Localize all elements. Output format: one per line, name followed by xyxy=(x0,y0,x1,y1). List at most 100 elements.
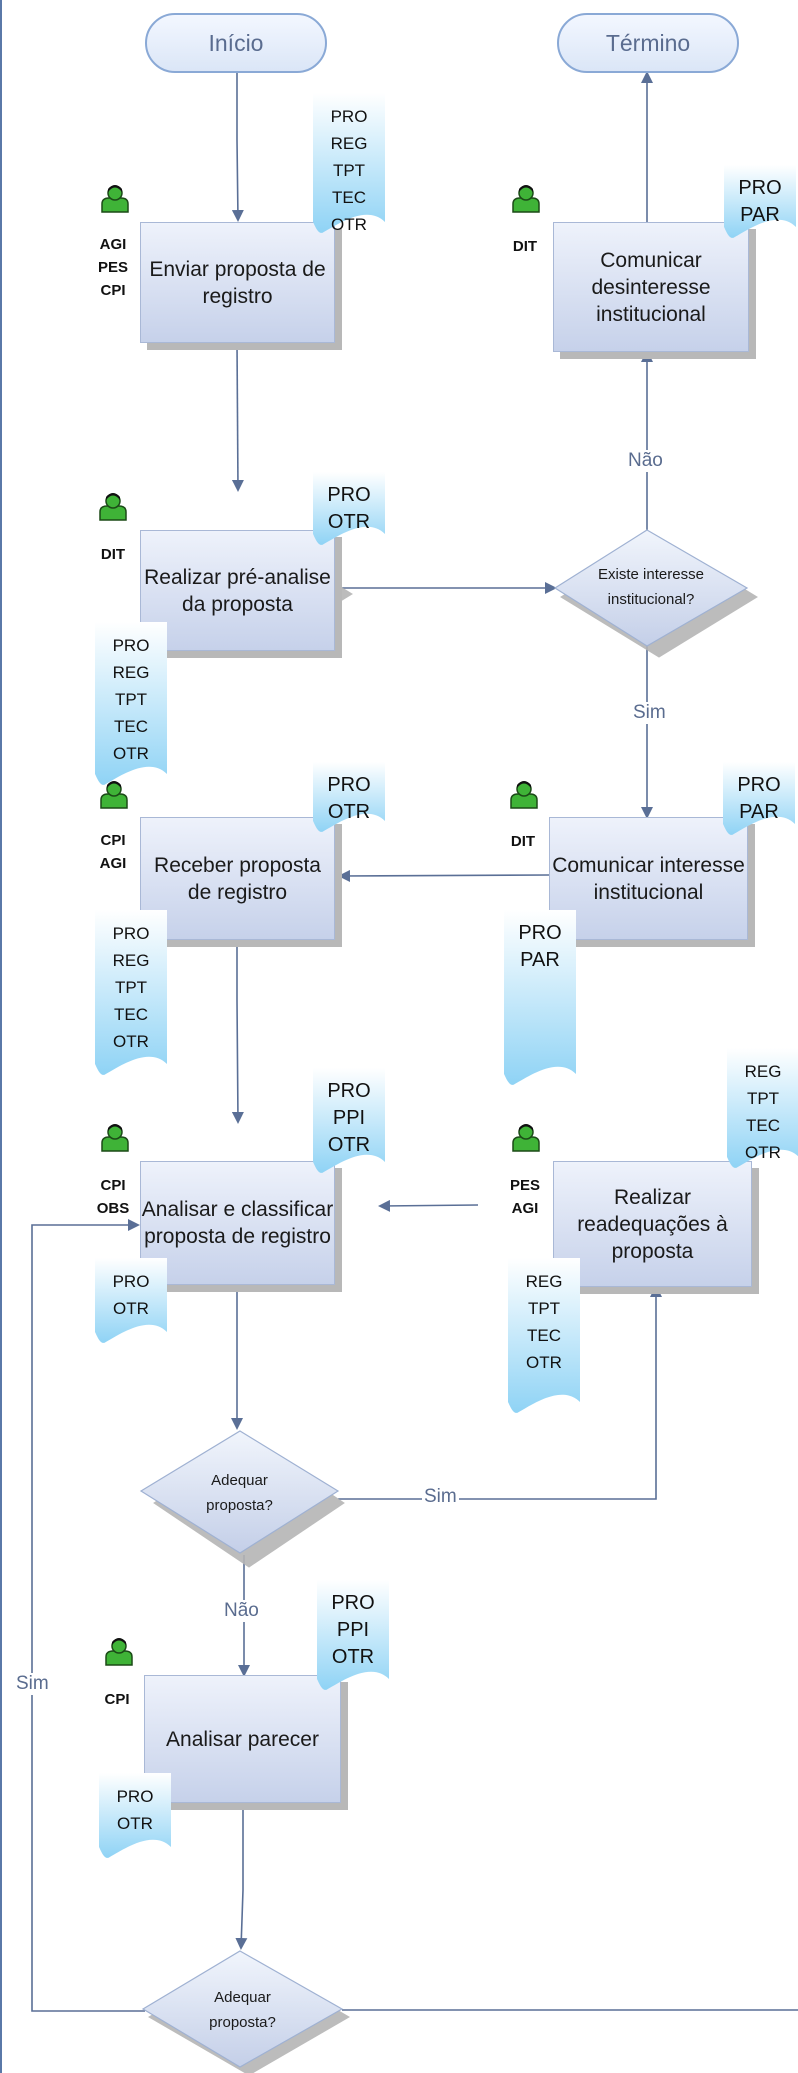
document-shape xyxy=(95,1258,167,1343)
process-label: Enviar proposta de registro xyxy=(149,257,326,308)
roles-pre-analise: DIT xyxy=(88,543,138,566)
document-shape xyxy=(313,93,385,233)
end-terminator: Término xyxy=(557,13,739,73)
person-icon xyxy=(100,781,128,809)
edge-interesse-receber xyxy=(338,869,550,882)
person-icon xyxy=(510,781,538,809)
decision-line: Adequar xyxy=(214,1989,271,2006)
document-d5: PRO OTR xyxy=(313,762,385,837)
edge-inicio-enviar xyxy=(231,73,244,222)
document-code: PRO xyxy=(112,924,150,943)
role: CPI xyxy=(100,832,126,849)
document-code: PRO xyxy=(327,774,371,796)
document-code: TPT xyxy=(746,1089,780,1108)
decision-line: Existe interesse xyxy=(598,566,704,583)
person-icon xyxy=(99,493,127,521)
document-codes: PRO OTR xyxy=(313,772,385,826)
document-code: REG xyxy=(112,663,150,682)
process-label: Realizar readequações à proposta xyxy=(577,1185,728,1263)
role: CPI xyxy=(104,1691,130,1708)
role: DIT xyxy=(510,833,536,850)
document-code: OTR xyxy=(327,801,371,823)
role: OBS xyxy=(96,1200,130,1217)
document-shape xyxy=(313,472,385,545)
decision-line: Adequar xyxy=(211,1472,268,1489)
document-code: REG xyxy=(112,951,150,970)
actor-icon xyxy=(100,183,130,218)
document-shape xyxy=(95,622,167,785)
document-code: PPI xyxy=(332,1107,366,1129)
document-shape xyxy=(727,1048,798,1168)
document-code: PAR xyxy=(520,949,560,971)
process-comunicar-interesse: Comunicar interesse institucional xyxy=(549,817,748,940)
roles-enviar: AGI PES CPI xyxy=(88,233,138,302)
document-code: PRO xyxy=(327,1080,371,1102)
actor-icon xyxy=(98,491,128,526)
edge-enviar-pre xyxy=(231,342,244,492)
role: CPI xyxy=(100,1177,126,1194)
edge-label-sim-1: Sim xyxy=(631,702,668,724)
process-enviar-proposta: Enviar proposta de registro xyxy=(140,222,335,343)
edge-parecer-adequar2 xyxy=(235,1803,248,1950)
document-code: PRO xyxy=(738,177,782,199)
document-code: PRO xyxy=(737,774,781,796)
document-code: PRO xyxy=(112,1272,150,1291)
edge-label-nao-2: Não xyxy=(222,1600,261,1622)
edge-label-sim-3: Sim xyxy=(14,1673,51,1695)
document-shape xyxy=(99,1773,171,1858)
roles-parecer: CPI xyxy=(92,1688,142,1711)
process-pre-analise: Realizar pré-analise da proposta xyxy=(140,530,335,651)
document-code: PRO xyxy=(331,1592,375,1614)
process-label: Comunicar interesse institucional xyxy=(552,853,745,904)
process-analisar-classificar: Analisar e classificar proposta de regis… xyxy=(140,1161,335,1285)
edge-receber-analisar xyxy=(231,940,244,1124)
document-code: TPT xyxy=(114,690,148,709)
document-code: OTR xyxy=(331,215,367,234)
edge-readequacoes-analisar xyxy=(378,1199,479,1212)
document-code: PRO xyxy=(116,1787,154,1806)
decision-line: proposta? xyxy=(206,1497,273,1514)
start-label: Início xyxy=(208,29,264,56)
roles-receber: CPI AGI xyxy=(88,829,138,875)
document-code: TPT xyxy=(332,161,366,180)
document-code: TEC xyxy=(114,1005,148,1024)
actor-icon xyxy=(99,779,129,814)
document-shape xyxy=(504,910,576,1085)
document-shape xyxy=(724,165,796,238)
process-label: Realizar pré-analise da proposta xyxy=(144,565,331,616)
person-icon xyxy=(105,1638,133,1666)
document-code: OTR xyxy=(113,744,149,763)
document-shape xyxy=(95,910,167,1075)
roles-interesse: DIT xyxy=(498,830,548,853)
process-analisar-parecer: Analisar parecer xyxy=(144,1675,341,1803)
end-label: Término xyxy=(605,29,691,56)
decision-adequar-2 xyxy=(141,1950,344,2068)
role: PES xyxy=(509,1177,540,1194)
role: DIT xyxy=(100,546,126,563)
document-code: OTR xyxy=(113,1299,149,1318)
roles-readequacoes: PES AGI xyxy=(500,1174,550,1220)
document-codes: PRO OTR xyxy=(95,1268,167,1322)
actor-icon xyxy=(511,1122,541,1157)
document-code: OTR xyxy=(745,1143,781,1162)
document-shape xyxy=(313,1068,385,1173)
document-shape xyxy=(508,1258,580,1413)
